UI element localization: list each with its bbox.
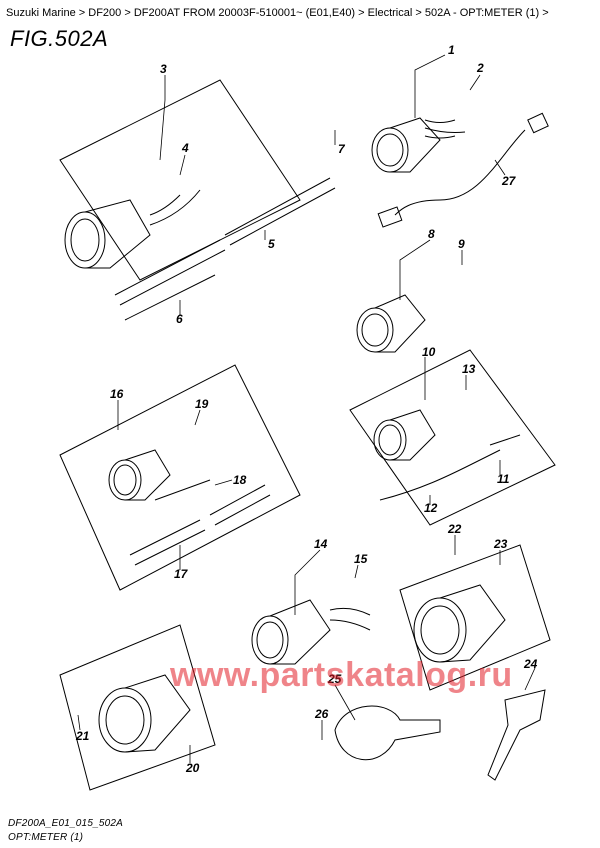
harness-part-12 — [379, 449, 501, 501]
callout-26: 26 — [314, 707, 329, 721]
callout-labels: 1 2 3 4 5 6 7 8 9 10 11 12 13 14 15 16 1… — [75, 43, 538, 775]
group-box-10 — [349, 349, 556, 526]
callout-19: 19 — [195, 397, 209, 411]
callout-17: 17 — [174, 567, 189, 581]
bracket-part-25 — [334, 705, 441, 761]
meter-part-22 — [413, 584, 506, 663]
breadcrumb-link-0[interactable]: Suzuki Marine — [6, 7, 76, 19]
callout-21: 21 — [75, 729, 90, 743]
callout-24: 24 — [523, 657, 538, 671]
meter-part-20 — [98, 674, 191, 753]
meter-part-1 — [371, 117, 466, 173]
callout-14: 14 — [314, 537, 328, 551]
callout-18: 18 — [233, 473, 247, 487]
breadcrumb: Suzuki Marine > DF200 > DF200AT FROM 200… — [6, 6, 549, 20]
breadcrumb-sep: > — [78, 7, 86, 19]
bracket-part-24 — [487, 689, 546, 781]
tie-part-6 — [124, 274, 216, 321]
footer-code: DF200A_E01_015_502A — [8, 818, 124, 829]
callout-2: 2 — [476, 61, 484, 75]
callout-11: 11 — [497, 472, 510, 486]
group-box-20 — [59, 624, 216, 791]
callout-6: 6 — [176, 312, 183, 326]
callout-23: 23 — [493, 537, 508, 551]
breadcrumb-link-1[interactable]: DF200 — [88, 7, 122, 19]
breadcrumb-sep: > — [542, 7, 549, 19]
tube-part-17 — [129, 484, 271, 566]
group-box-16 — [59, 364, 301, 591]
group-box-3 — [59, 79, 301, 281]
watermark: www.partskatalog.ru — [170, 656, 513, 694]
callout-3: 3 — [160, 62, 167, 76]
callout-8: 8 — [428, 227, 435, 241]
tube-part-5 — [114, 177, 336, 306]
callout-10: 10 — [422, 345, 436, 359]
breadcrumb-sep: > — [124, 7, 131, 19]
callout-12: 12 — [424, 501, 438, 515]
callout-25: 25 — [327, 672, 342, 686]
leader-lines — [77, 54, 536, 763]
tie-part-18 — [154, 479, 211, 501]
breadcrumb-link-3[interactable]: Electrical — [367, 7, 413, 19]
callout-15: 15 — [354, 552, 368, 566]
meter-part-3 — [64, 189, 201, 269]
callout-1: 1 — [448, 43, 455, 57]
figure-title: FIG.502A — [10, 26, 109, 51]
callout-27: 27 — [501, 174, 517, 188]
breadcrumb-link-2[interactable]: DF200AT FROM 20003F-510001~ (E01,E40) — [133, 7, 356, 19]
callout-4: 4 — [181, 141, 189, 155]
callout-22: 22 — [447, 522, 462, 536]
breadcrumb-sep: > — [415, 7, 422, 19]
meter-part-10 — [373, 409, 436, 461]
callout-7: 7 — [338, 142, 346, 156]
callout-13: 13 — [462, 362, 476, 376]
breadcrumb-sep: > — [358, 7, 365, 19]
breadcrumb-link-4[interactable]: 502A - OPT:METER (1) — [424, 7, 540, 19]
harness-part-11 — [489, 434, 521, 446]
callout-20: 20 — [185, 761, 200, 775]
callout-16: 16 — [110, 387, 124, 401]
meter-part-14 — [251, 599, 371, 665]
callout-5: 5 — [268, 237, 275, 251]
harness-part-27 — [377, 112, 549, 228]
meter-part-8 — [356, 294, 426, 353]
footer-caption: OPT:METER (1) — [8, 832, 84, 843]
group-box-22 — [399, 544, 551, 691]
meter-part-16 — [108, 449, 171, 501]
callout-9: 9 — [458, 237, 465, 251]
